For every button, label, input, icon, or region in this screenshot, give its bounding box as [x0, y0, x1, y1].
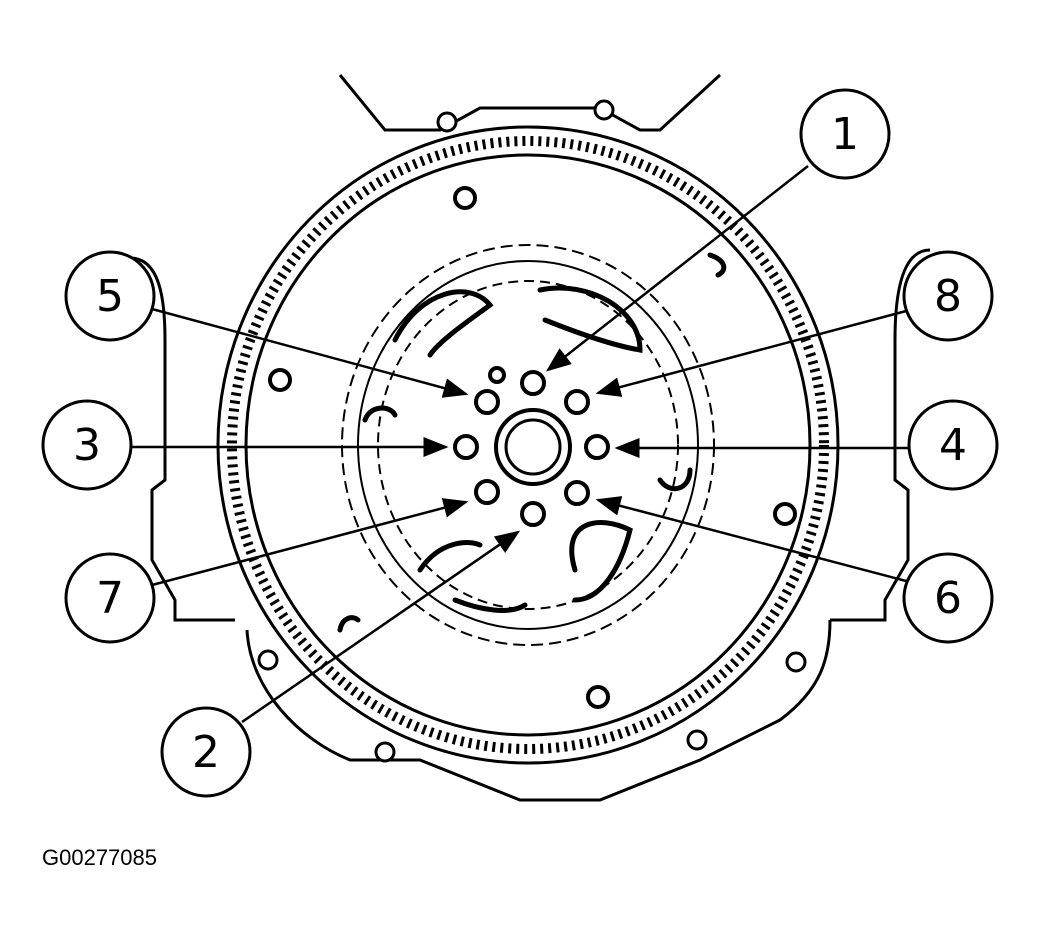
plate-ring-middle — [357, 260, 699, 630]
cutout-slot — [452, 597, 528, 613]
ring-gear-inner — [244, 153, 812, 737]
callout-1: 1 — [799, 88, 891, 180]
cutout-slot — [569, 520, 633, 603]
callout-8: 8 — [902, 250, 994, 342]
callout-5: 5 — [64, 250, 156, 342]
callout-bubbles: 1 2 3 4 5 6 7 8 — [41, 88, 999, 798]
leader-line-6 — [595, 496, 911, 584]
engine-housing — [129, 73, 931, 802]
cutout-slot — [417, 540, 483, 573]
cutout-slot — [707, 252, 727, 278]
bolt-7 — [474, 479, 500, 505]
leader-line-8 — [595, 308, 911, 397]
plate-ring-outer — [341, 244, 715, 646]
callout-7-label: 7 — [96, 573, 124, 624]
flywheel-hole — [773, 502, 797, 526]
callout-5-label: 5 — [96, 271, 124, 322]
flywheel-hole — [488, 366, 506, 384]
mount-hole — [686, 729, 708, 751]
callout-7: 7 — [64, 552, 156, 644]
plate-ring-inner — [377, 280, 679, 610]
cutout-slot — [657, 467, 693, 492]
callout-1-label: 1 — [831, 109, 859, 160]
bolt-1 — [520, 370, 546, 396]
ring-gear-teeth — [227, 136, 829, 754]
flywheel-hole — [453, 186, 477, 210]
flywheel-bolts — [453, 370, 610, 527]
bolt-5 — [474, 389, 500, 415]
callout-3-label: 3 — [73, 420, 101, 471]
callout-2: 2 — [160, 706, 252, 798]
mount-hole — [374, 741, 396, 763]
callout-6: 6 — [902, 552, 994, 644]
cutout-slot — [537, 285, 643, 353]
callout-8-label: 8 — [934, 271, 962, 322]
flywheel-hole — [268, 368, 292, 392]
flexplate-cutouts — [337, 252, 727, 633]
mount-hole — [257, 649, 279, 671]
callout-leaders — [132, 165, 911, 724]
bolt-3 — [453, 434, 479, 460]
crankshaft-hub — [494, 408, 572, 486]
leader-line-2 — [241, 530, 521, 724]
leader-line-5 — [151, 307, 469, 398]
callout-2-label: 2 — [192, 727, 220, 778]
leader-line-7 — [151, 498, 469, 587]
callout-6-label: 6 — [934, 573, 962, 624]
flywheel — [216, 125, 840, 765]
callout-3: 3 — [41, 399, 133, 491]
leader-line-1 — [546, 165, 809, 372]
callout-4: 4 — [907, 399, 999, 491]
flywheel-hole — [586, 685, 610, 709]
cutout-slot — [362, 405, 398, 423]
mount-hole — [593, 99, 615, 121]
bolt-4 — [584, 434, 610, 460]
mount-hole — [436, 111, 458, 133]
mount-hole — [785, 651, 807, 673]
bolt-2 — [520, 501, 546, 527]
housing-mount-holes — [257, 99, 807, 763]
cutout-slot — [392, 289, 494, 358]
bolt-6 — [564, 480, 590, 506]
ring-gear-outer — [216, 125, 840, 765]
figure-id: G00277085 — [42, 845, 157, 870]
cutout-slot — [337, 615, 361, 633]
flywheel-holes — [268, 186, 797, 709]
callout-4-label: 4 — [939, 420, 967, 471]
bolt-8 — [564, 389, 590, 415]
